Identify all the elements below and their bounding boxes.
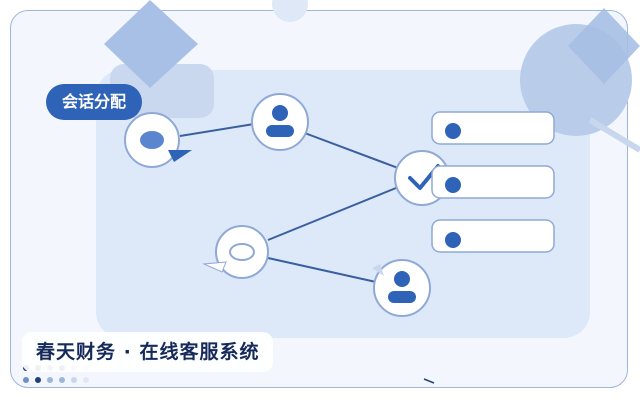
agent-avatar-icon [266, 105, 294, 137]
decor-diamond [104, 0, 198, 88]
queue-card-3 [431, 219, 555, 253]
agent-avatar-icon [388, 271, 416, 303]
queue-card-1 [431, 111, 555, 145]
decor-dash [423, 378, 435, 384]
chat-bubble-icon [140, 131, 164, 149]
decor-circle-top [272, 0, 308, 22]
decor-stripe [588, 117, 640, 153]
dot-icon [445, 123, 461, 139]
chat-bubble-icon [229, 243, 255, 261]
agent-node-top [251, 93, 309, 151]
brand-caption: 春天财务 · 在线客服系统 [22, 332, 274, 372]
queue-card-2 [431, 165, 555, 199]
connector-lines [179, 123, 399, 283]
assignment-tag: 会话分配 [46, 84, 143, 120]
dot-icon [445, 232, 461, 248]
chat-bubble-node-2 [202, 225, 269, 279]
agent-node-bottom [372, 259, 431, 317]
decor-diamond-right [568, 8, 640, 84]
chat-bubble-node [124, 112, 192, 168]
dot-icon [445, 177, 461, 193]
